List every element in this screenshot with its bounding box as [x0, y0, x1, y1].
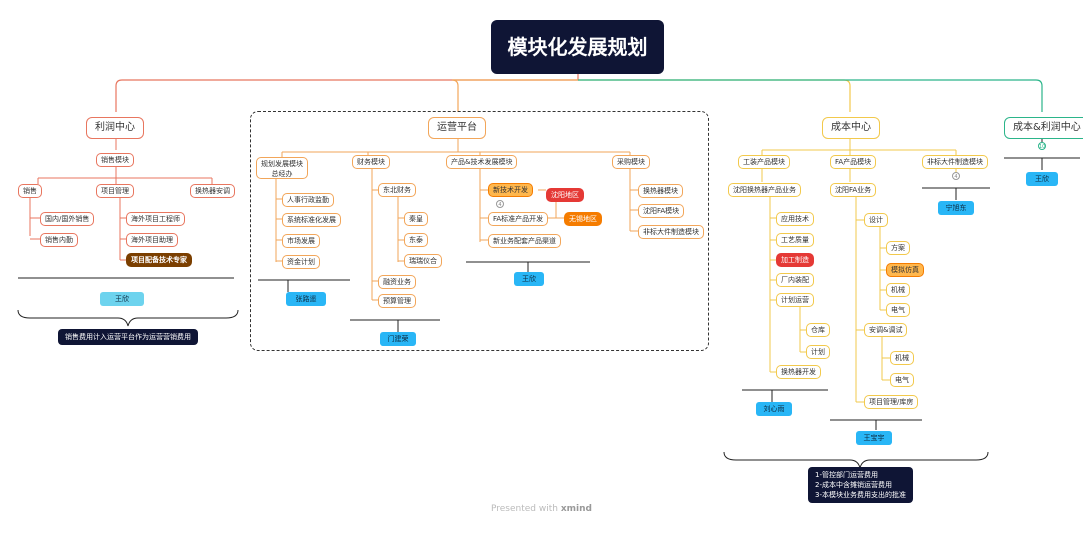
- planning-module-sub: 总经办: [271, 170, 293, 178]
- dongtai-node[interactable]: 东泰: [404, 233, 428, 247]
- cost-note-3: 3-本模块业务费用支出的批准: [815, 491, 906, 499]
- exchanger-dev-node[interactable]: 换热器开发: [776, 365, 821, 379]
- financing-business-node[interactable]: 融资业务: [378, 275, 416, 289]
- mechanical-node[interactable]: 机械: [886, 283, 910, 297]
- new-business-node[interactable]: 新业务配套产品渠道: [488, 234, 561, 248]
- operations-platform-frame: [250, 111, 709, 351]
- system-standard-node[interactable]: 系统标准化发展: [282, 213, 341, 227]
- root-topic[interactable]: 模块化发展规划: [491, 20, 664, 74]
- planning-owner-badge: 张路遥: [286, 292, 326, 306]
- cost-profit-owner-badge: 王欣: [1026, 172, 1058, 186]
- domestic-foreign-sales-node[interactable]: 国内/国外销售: [40, 212, 95, 226]
- cost-note-2: 2-成本中含摊销运营费用: [815, 481, 892, 489]
- overseas-engineer-node[interactable]: 海外项目工程师: [126, 212, 185, 226]
- project-warehouse-node[interactable]: 项目管理/库房: [864, 395, 919, 409]
- product-owner-badge: 王欣: [514, 272, 544, 286]
- assembly-node[interactable]: 厂内装配: [776, 273, 814, 287]
- project-management-node[interactable]: 项目管理: [96, 184, 134, 198]
- cost-notes: 1-管控部门运营费用 2-成本中含摊销运营费用 3-本模块业务费用支出的批准: [808, 467, 913, 503]
- equipment-module-node[interactable]: 工装产品模块: [738, 155, 790, 169]
- product-tech-module-node[interactable]: 产品&技术发展模块: [446, 155, 518, 169]
- profit-center-node[interactable]: 利润中心: [86, 117, 144, 139]
- simulation-node[interactable]: 模拟仿真: [886, 263, 924, 277]
- nonstd-module-node[interactable]: 非标大件制造模块: [638, 225, 704, 239]
- collapse-marker-icon[interactable]: 10: [1038, 142, 1046, 150]
- wuxi-area-node[interactable]: 无锡地区: [564, 212, 602, 226]
- cost-profit-center-node[interactable]: 成本&利润中心: [1004, 117, 1083, 139]
- sales-module-node[interactable]: 销售模块: [96, 153, 134, 167]
- app-tech-node[interactable]: 应用技术: [776, 212, 814, 226]
- install-mechanical-node[interactable]: 机械: [890, 351, 914, 365]
- install-electrical-node[interactable]: 电气: [890, 373, 914, 387]
- design-node[interactable]: 设计: [864, 213, 888, 227]
- new-tech-node[interactable]: 新技术开发: [488, 183, 533, 197]
- sales-internal-node[interactable]: 销售内勤: [40, 233, 78, 247]
- planning-module-label: 规划发展模块: [261, 160, 303, 168]
- finance-owner-badge: 门建荣: [380, 332, 416, 346]
- qinhuang-node[interactable]: 秦皇: [404, 212, 428, 226]
- shenyang-exchanger-node[interactable]: 沈阳换热器产品业务: [728, 183, 801, 197]
- scheme-node[interactable]: 方案: [886, 241, 910, 255]
- market-node[interactable]: 市场发展: [282, 234, 320, 248]
- overseas-assistant-node[interactable]: 海外项目助理: [126, 233, 178, 247]
- fund-plan-node[interactable]: 资金计划: [282, 255, 320, 269]
- collapse-marker-icon[interactable]: 4: [952, 172, 960, 180]
- cost-center-node[interactable]: 成本中心: [822, 117, 880, 139]
- tech-expert-node[interactable]: 项目配备技术专家: [126, 253, 192, 267]
- collapse-marker-icon[interactable]: 4: [496, 200, 504, 208]
- electrical-node[interactable]: 电气: [886, 303, 910, 317]
- machining-node[interactable]: 加工制造: [776, 253, 814, 267]
- watermark-prefix: Presented with: [491, 504, 558, 514]
- nonstd-owner-badge: 宁旭东: [938, 201, 974, 215]
- watermark: Presented with xmind: [0, 504, 1083, 514]
- plan-node[interactable]: 计划: [806, 345, 830, 359]
- fa-product-module-node[interactable]: FA产品模块: [830, 155, 877, 169]
- cost-note-1: 1-管控部门运营费用: [815, 471, 878, 479]
- watermark-brand: xmind: [560, 504, 592, 514]
- install-node[interactable]: 安调&调试: [864, 323, 908, 337]
- warehouse-node[interactable]: 仓库: [806, 323, 830, 337]
- profit-note: 销售费用计入运营平台作为运营营销费用: [58, 329, 198, 345]
- finance-module-node[interactable]: 财务模块: [352, 155, 390, 169]
- process-quality-node[interactable]: 工艺质量: [776, 233, 814, 247]
- profit-owner-badge: 王欣: [100, 292, 144, 306]
- exchanger-module-node[interactable]: 换热器模块: [638, 184, 683, 198]
- procurement-module-node[interactable]: 采购模块: [612, 155, 650, 169]
- plan-ops-node[interactable]: 计划运营: [776, 293, 814, 307]
- shenyang-fa-module-node[interactable]: 沈阳FA模块: [638, 204, 685, 218]
- hr-node[interactable]: 人事行政监勤: [282, 193, 334, 207]
- equipment-owner-badge: 刘心雨: [756, 402, 792, 416]
- vendor-node[interactable]: 瑞瑞仪合: [404, 254, 442, 268]
- operations-platform-node[interactable]: 运营平台: [428, 117, 486, 139]
- planning-module-node[interactable]: 规划发展模块 总经办: [256, 157, 308, 179]
- sales-node[interactable]: 销售: [18, 184, 42, 198]
- nonstd-cost-module-node[interactable]: 非标大件制造模块: [922, 155, 988, 169]
- shenyang-fa-business-node[interactable]: 沈阳FA业务: [830, 183, 877, 197]
- shenyang-area-node[interactable]: 沈阳地区: [546, 188, 584, 202]
- budget-node[interactable]: 预算管理: [378, 294, 416, 308]
- fa-owner-badge: 王宝宇: [856, 431, 892, 445]
- northeast-finance-node[interactable]: 东北财务: [378, 183, 416, 197]
- fa-product-dev-node[interactable]: FA标准产品开发: [488, 212, 549, 226]
- after-sales-node[interactable]: 换热器安调: [190, 184, 235, 198]
